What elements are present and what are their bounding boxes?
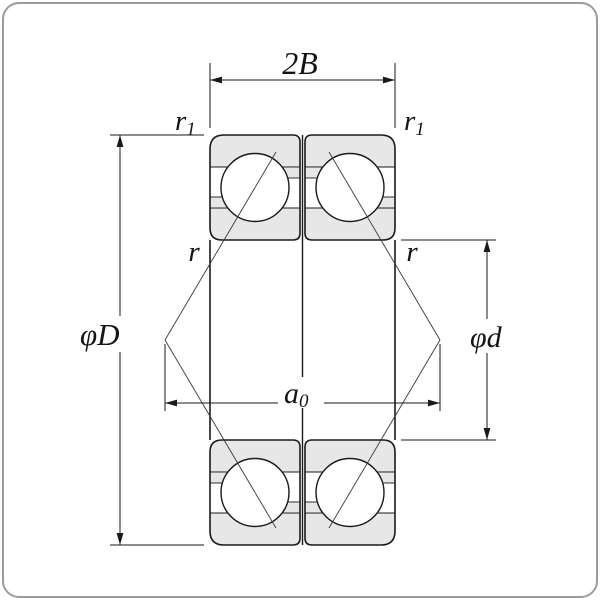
dimension-load-center-distance: a0 bbox=[164, 344, 441, 412]
label-r1-right-sub: 1 bbox=[415, 119, 425, 140]
arrowhead bbox=[383, 76, 395, 84]
dimension-label-outer-diameter: φD bbox=[80, 317, 120, 352]
label-backing bbox=[77, 316, 121, 352]
dimension-label-2b: 2B bbox=[282, 45, 318, 81]
label-r1-left: r1 bbox=[175, 105, 196, 140]
dimension-label-a0: a0 bbox=[284, 377, 309, 412]
label-r1-right: r1 bbox=[404, 105, 425, 140]
label-r1-right-base: r bbox=[404, 105, 416, 137]
arrowhead bbox=[483, 428, 491, 440]
arrowhead bbox=[116, 533, 124, 545]
arrowhead bbox=[483, 240, 491, 252]
contact-line-bottom-left bbox=[164, 339, 277, 529]
arrowhead bbox=[116, 135, 124, 147]
label-a0-sub: 0 bbox=[299, 391, 309, 412]
arrowhead bbox=[210, 76, 222, 84]
arrowhead bbox=[428, 399, 440, 407]
label-r1-left-sub: 1 bbox=[186, 119, 196, 140]
label-backing bbox=[278, 377, 324, 408]
dimension-label-bore-diameter: φd bbox=[470, 321, 503, 354]
dimension-outer-diameter: φD bbox=[77, 134, 204, 546]
contact-line-top-left bbox=[164, 151, 277, 341]
dimension-bore-diameter: φd bbox=[401, 239, 511, 441]
dimension-width: 2B bbox=[209, 45, 396, 128]
contact-line-bottom-right bbox=[328, 339, 441, 529]
label-r1-left-base: r bbox=[175, 105, 187, 137]
arrowhead bbox=[165, 399, 177, 407]
contact-line-top-right bbox=[328, 151, 441, 341]
label-backing bbox=[467, 319, 511, 353]
label-r-left: r bbox=[188, 236, 200, 268]
label-a0-base: a bbox=[284, 377, 299, 410]
label-r-right: r bbox=[406, 236, 418, 268]
